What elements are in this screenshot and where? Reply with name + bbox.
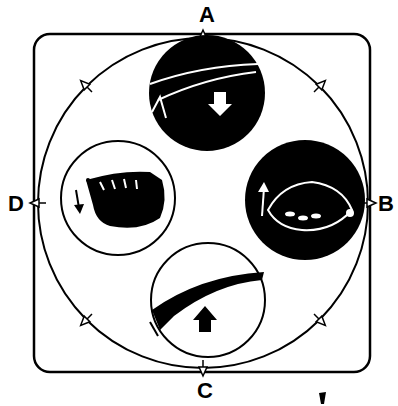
arrow-head [367,199,376,207]
direction-letter: A [199,4,215,26]
arrow-head [81,81,90,90]
direction-letter: D [8,193,24,215]
arrow-head [316,81,325,90]
direction-letter: B [378,193,394,215]
arrow-head [81,316,90,325]
stray-mark [319,392,326,404]
top-illustration [149,35,265,151]
bottom-illustration [150,243,265,357]
outer-frame [34,34,370,372]
arrow-head [316,316,325,325]
direction-arrows [30,30,376,376]
right-illustration [245,140,365,260]
arrow-head [30,199,39,207]
arrow-head [199,367,207,376]
direction-letter: C [197,380,213,402]
left-illustration [61,141,175,255]
